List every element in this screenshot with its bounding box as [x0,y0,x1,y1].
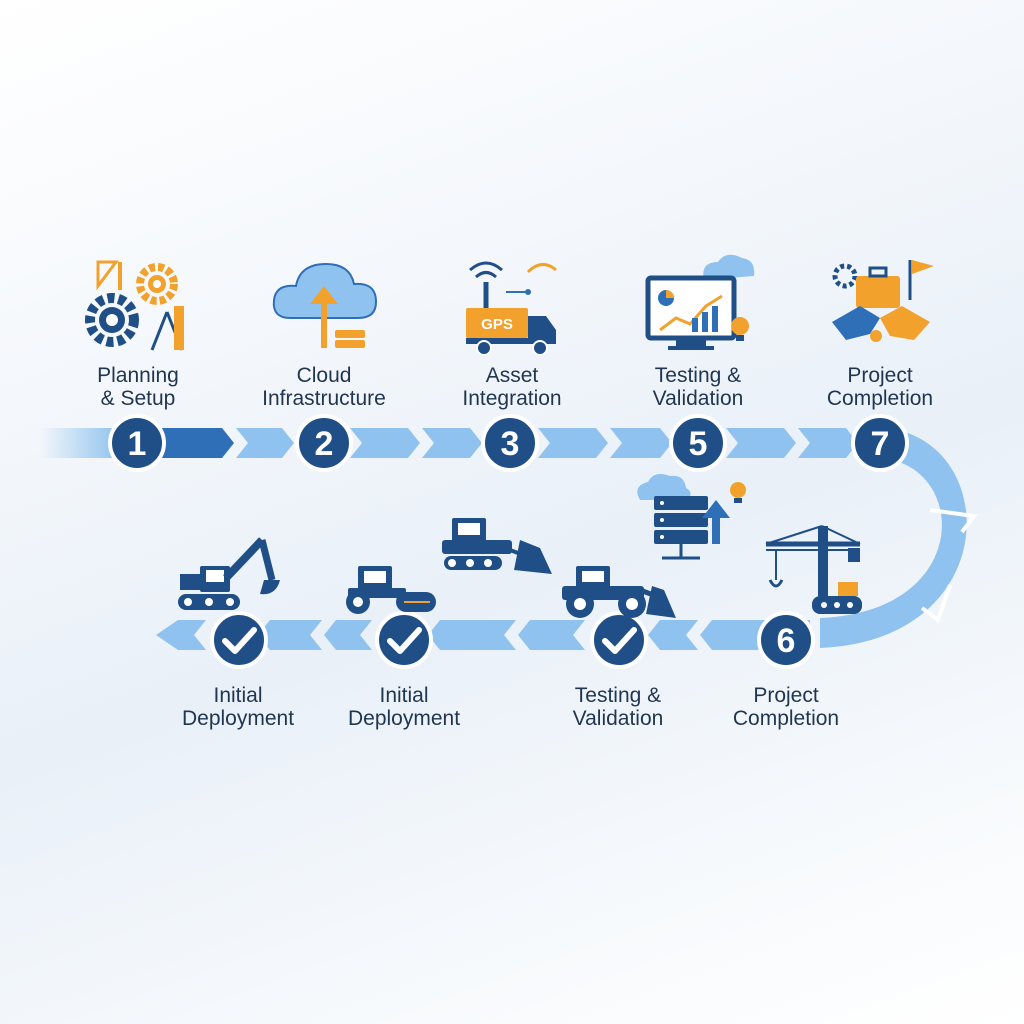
svg-text:5: 5 [689,425,708,463]
chevron-segment [538,428,608,458]
step-badge-2: 2 [295,414,353,472]
chevron-segment [428,620,516,650]
chevron-segment [798,428,858,458]
step-label-planning: Planning & Setup [48,364,228,410]
svg-text:7: 7 [871,425,890,463]
step-badge-7: 7 [851,414,909,472]
chevron-segment [324,620,372,650]
step-label-cloud: Cloud Infrastructure [234,364,414,410]
step-label-line1: Testing & [654,364,742,387]
gears-tools-icon [85,260,184,351]
step-label-line1: Initial [379,684,429,707]
chevron-segment [726,428,796,458]
check-icon [602,627,637,654]
monitor-analytics-icon [645,254,755,350]
chevron-segment [162,428,234,458]
step-badge-1: 1 [108,414,166,472]
tower-crane-icon [765,525,862,614]
chevron-segment [518,620,585,650]
step-label-deployment-1: Initial Deployment [148,684,328,730]
step-badge-5: 5 [669,414,727,472]
step-label-line1: Planning [97,364,179,387]
chevron-segment [236,428,294,458]
bulldozer-icon [442,518,552,574]
server-upload-icon [637,474,746,560]
svg-text:GPS: GPS [481,316,513,333]
step-label-line2: Validation [572,707,664,730]
step-label-completion-bottom: Project Completion [696,684,876,730]
step-label-line1: Testing & [574,684,662,707]
chevron-segment [610,428,672,458]
step-label-line1: Project [847,364,913,387]
step-label-line2: Completion [826,387,934,410]
handshake-briefcase-icon [832,260,934,342]
chevron-segment [350,428,420,458]
step-label-deployment-2: Initial Deployment [314,684,494,730]
step-label-line2: Completion [732,707,840,730]
step-label-line2: Infrastructure [262,387,386,410]
band-fade [40,428,120,458]
excavator-icon [178,537,280,610]
chevron-segment [258,620,322,650]
step-badge-6: 6 [757,611,815,669]
step-label-line2: & Setup [100,387,176,410]
svg-text:1: 1 [128,425,147,463]
u-turn-arrow [820,428,978,648]
arrow-head-left [156,620,206,650]
chevron-segment [648,620,698,650]
step-label-line1: Project [753,684,819,707]
step-label-completion-top: Project Completion [790,364,970,410]
svg-text:2: 2 [315,425,334,463]
gps-truck-icon: GPS [466,261,557,356]
svg-text:6: 6 [777,622,796,660]
step-label-line1: Asset [485,364,539,387]
bottom-arrow-band [156,620,810,650]
chevron-segment [422,428,482,458]
step-badge-3: 3 [481,414,539,472]
check-badge-1 [210,611,268,669]
svg-text:3: 3 [501,425,520,463]
check-icon [222,627,257,654]
step-label-line1: Initial [213,684,263,707]
step-label-asset: Asset Integration [422,364,602,410]
cloud-upload-icon [272,262,378,348]
step-label-line2: Deployment [181,707,295,730]
step-label-testing-top: Testing & Validation [608,364,788,410]
wheel-loader-icon [562,566,676,618]
check-badge-3 [590,611,648,669]
check-icon [387,627,422,654]
step-label-line2: Deployment [347,707,461,730]
step-label-testing-bottom: Testing & Validation [528,684,708,730]
top-arrow-band [40,428,858,458]
check-badge-2 [375,611,433,669]
step-label-line1: Cloud [296,364,352,387]
step-label-line2: Integration [462,387,562,410]
road-roller-icon [346,566,436,614]
step-label-line2: Validation [652,387,744,410]
